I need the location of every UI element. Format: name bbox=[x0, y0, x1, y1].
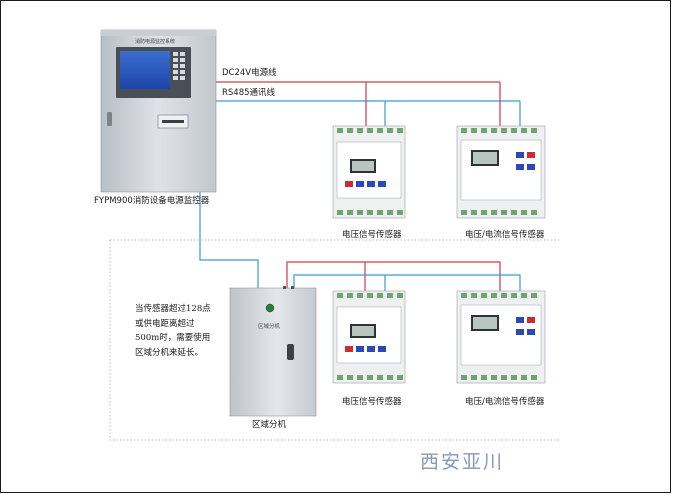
cabinet-caption: FYPM900消防设备电源监控器 bbox=[94, 196, 210, 206]
extension-note: 当传感器超过128点 或供电距离超过 500m时，需要使用 区域分机来延长。 bbox=[135, 304, 211, 358]
bus-line-label: RS485通讯线 bbox=[222, 88, 276, 98]
bottom-power-line bbox=[286, 261, 501, 291]
top-bus bbox=[199, 81, 521, 288]
cabinet-screen bbox=[120, 51, 170, 89]
bottom-bus bbox=[286, 261, 521, 291]
sensor-voltage-top bbox=[332, 125, 406, 219]
sensor-caption-1: 电压信号传感器 bbox=[342, 230, 402, 240]
cabinet-keypad bbox=[173, 52, 185, 80]
cabinet-header-text: 消防电源监控系统 bbox=[135, 39, 176, 45]
sensor-caption-4: 电压/电流信号传感器 bbox=[465, 397, 545, 407]
bottom-bus-line bbox=[293, 274, 521, 291]
sensor-voltage-current-top bbox=[456, 125, 546, 219]
sensor-caption-3: 电压信号传感器 bbox=[342, 397, 402, 407]
power-line-label: DC24V电源线 bbox=[222, 68, 277, 78]
sub-unit-face-text: 区域分机 bbox=[258, 324, 281, 330]
cabinet-lock bbox=[107, 112, 112, 126]
main-cabinet bbox=[100, 29, 217, 193]
sub-unit-box bbox=[229, 286, 317, 417]
brand-watermark: 西安亚川 bbox=[420, 451, 505, 473]
sub-unit-caption: 区域分机 bbox=[252, 420, 287, 430]
sensor-caption-2: 电压/电流信号传感器 bbox=[465, 230, 545, 240]
sensor-voltage-bottom bbox=[332, 290, 406, 384]
sensor-voltage-current-bottom bbox=[456, 290, 546, 384]
sub-unit-lock bbox=[287, 344, 294, 360]
region-boundary bbox=[109, 239, 560, 441]
sub-unit-indicator bbox=[265, 303, 275, 313]
